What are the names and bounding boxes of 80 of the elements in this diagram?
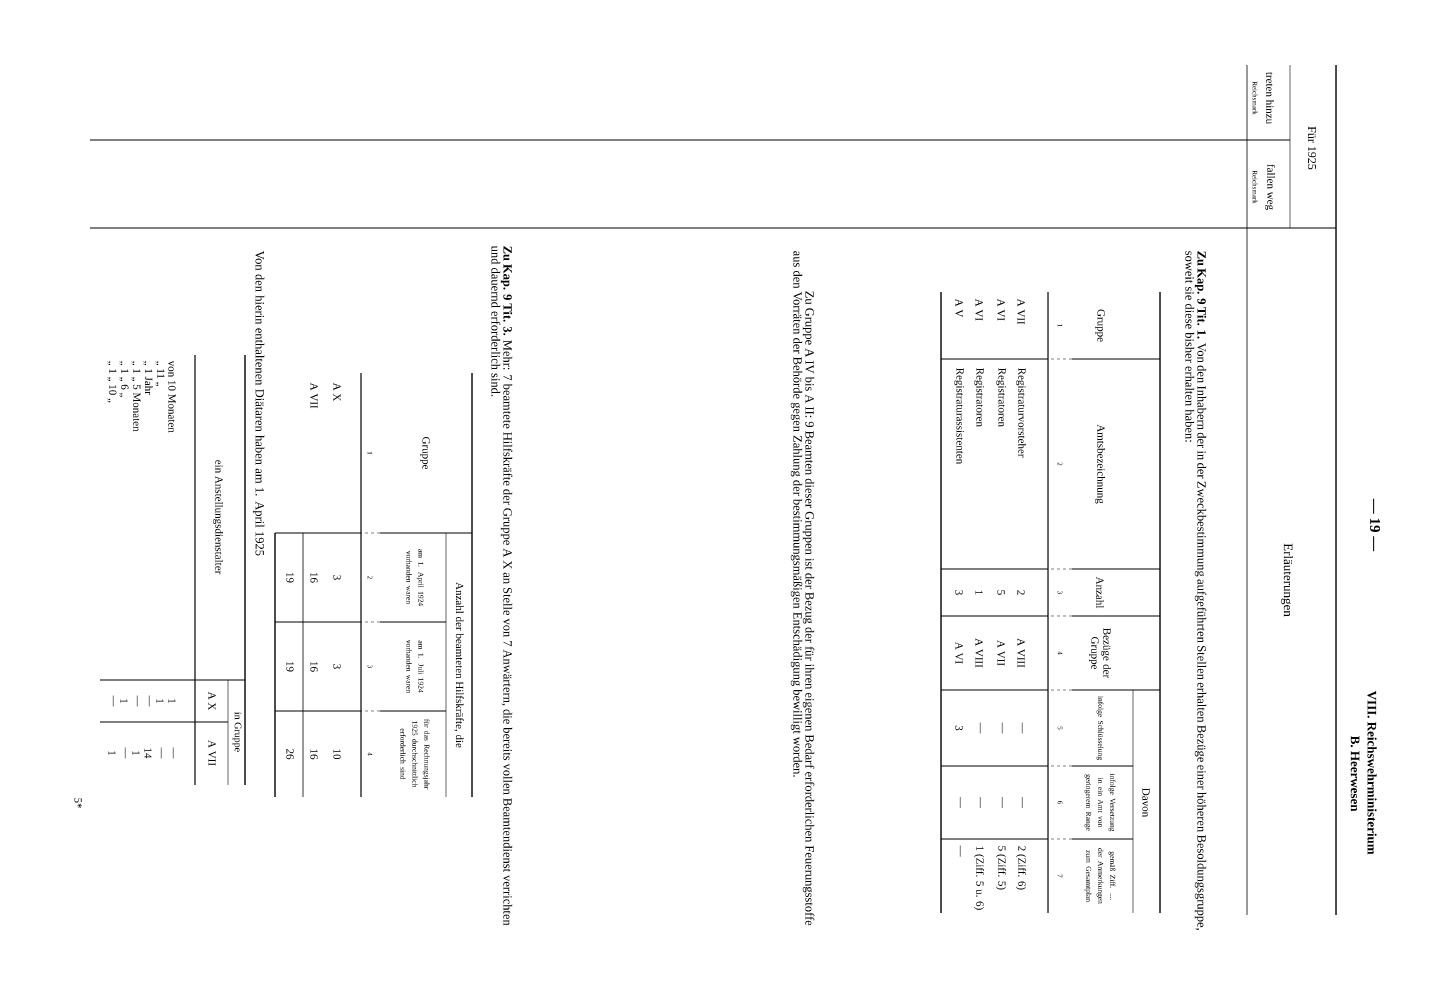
column-header: Für 1925 [1308, 126, 1317, 170]
table-cell: 14 [144, 748, 152, 759]
column-header: Anzahl der beamteten Hilfskräfte, die [454, 582, 464, 748]
table-cell: 2 [1017, 590, 1025, 595]
table-cell: „ 1 Jahr [143, 361, 153, 395]
table-cell: 3 [955, 590, 963, 595]
paragraph: Zu Kap. 9 Tit. 3. Mehr: 7 beamtete Hilfskräfte der Gruppe A X an Stelle von 7 Anwärtern, die bereits vollen Beamtendienst verrichten und dauernd erforderlich sind. [491, 245, 513, 926]
page-number: — 19 — [1370, 498, 1381, 552]
table-cell: Registratoren [996, 368, 1006, 427]
table-cell: Registratoren [974, 368, 984, 427]
table-cell: 16 [310, 572, 318, 583]
table-cell: A VII [1017, 298, 1025, 325]
table-cell: „ 11 „ [155, 361, 165, 386]
table-cell: 3 [333, 575, 341, 580]
table-cell: 1 [975, 590, 983, 595]
paragraph: Von den hierin enthaltenen Diätaren haben am 1. April 1925 [252, 250, 265, 556]
table-cell: 1 [156, 699, 164, 704]
table-cell: 16 [310, 749, 318, 760]
table-cell: A VI [955, 641, 963, 664]
column-header: Gruppe [420, 436, 430, 470]
table-cell: 1 [120, 699, 128, 704]
table-cell: A X [333, 382, 341, 402]
column-header: Amtsbezeichnung [1095, 424, 1105, 504]
column-header: fallen weg [1264, 164, 1276, 210]
total-cell: 26 [286, 749, 294, 760]
table-cell: Registraturvorsteher [1016, 368, 1026, 458]
page-signature: 5* [74, 798, 82, 808]
column-header: Davon [1142, 788, 1150, 817]
column-header: Gruppe [1095, 309, 1105, 342]
total-cell: 19 [286, 572, 294, 583]
table-cell: 3 [333, 664, 341, 669]
table-cell: „ 1 „ 5 Monaten [131, 361, 141, 432]
table-cell: 1 [168, 699, 176, 704]
table-cell: A V [955, 298, 963, 318]
column-header: ein Anstellungsdienstalter [213, 460, 223, 575]
table-cell: 2 (Ziff. 6) [1015, 846, 1027, 890]
section-heading: Erläuterungen [1281, 543, 1293, 617]
table-cell: A VIII [975, 638, 983, 668]
running-head: B. Heerwesen [1350, 735, 1360, 812]
table-cell: 1 [132, 751, 140, 756]
column-header: Anzahl [1096, 576, 1104, 609]
table-cell: 3 [955, 725, 963, 731]
table-cell: — [112, 695, 114, 707]
table-cell: A VII [997, 640, 1005, 666]
table-cell: — [124, 747, 126, 759]
table-cell: 5 [997, 590, 1005, 595]
table-cell: 10 [333, 749, 341, 760]
paragraph: Zu Kap. 9 Tit. 1. Von den Inhabern der in der Zweckbestimmung aufgeführten Stellen erhalten Bezüge einer höheren Besoldungsgruppe, soweit sie diese bisher erhalten haben: [1185, 251, 1207, 930]
table-cell: — [136, 695, 138, 707]
table-cell: 1 [108, 751, 116, 756]
table-cell: — [959, 845, 961, 857]
table-cell: — [1021, 722, 1023, 734]
table-cell: von 10 Monaten [168, 360, 176, 433]
column-header: A VII [208, 740, 216, 766]
table-cell: A VIII [1017, 638, 1025, 668]
column-header: Bezüge der Gruppe [1089, 628, 1111, 679]
paragraph: Zu Gruppe A IV bis A II: 9 Beamten dieser Gruppen ist der Bezug der für ihren eigenen Bedarf erforderlichen Feuerungsstoffe aus den Vorräten der Behörde gegen Zahlung der bestimmungsmäßigen Entschädigung bewilligt worden. [790, 251, 815, 926]
table-cell: — [172, 747, 174, 759]
table-cell: 16 [310, 661, 318, 672]
table-cell: 5 (Ziff. 5) [995, 846, 1007, 890]
total-cell: 19 [286, 661, 294, 672]
table-cell: — [959, 796, 961, 809]
column-header: in Gruppe [232, 712, 242, 752]
table-cell: — [979, 796, 981, 809]
column-header: A X [208, 691, 216, 711]
table-cell: A VII [310, 382, 318, 409]
table-cell: „ 1 „ 10 „ [107, 361, 117, 403]
table-cell: — [160, 747, 162, 759]
table-cell: — [1001, 722, 1003, 734]
table-cell: A VI [997, 298, 1005, 321]
table-cell: „ 1 „ 6 „ [119, 361, 129, 397]
column-header: treten hinzu [1266, 72, 1274, 124]
table-cell: — [979, 722, 981, 734]
table-cell: 1 (Ziff. 5 u. 6) [973, 846, 985, 910]
table-cell: Registraturassistenten [954, 368, 964, 465]
running-head: VIII. Reichswehrministerium [1367, 690, 1377, 855]
table-cell: A VI [975, 298, 983, 321]
table-cell: — [1021, 796, 1023, 809]
table-cell: — [1001, 796, 1003, 809]
table-cell: — [148, 695, 150, 707]
